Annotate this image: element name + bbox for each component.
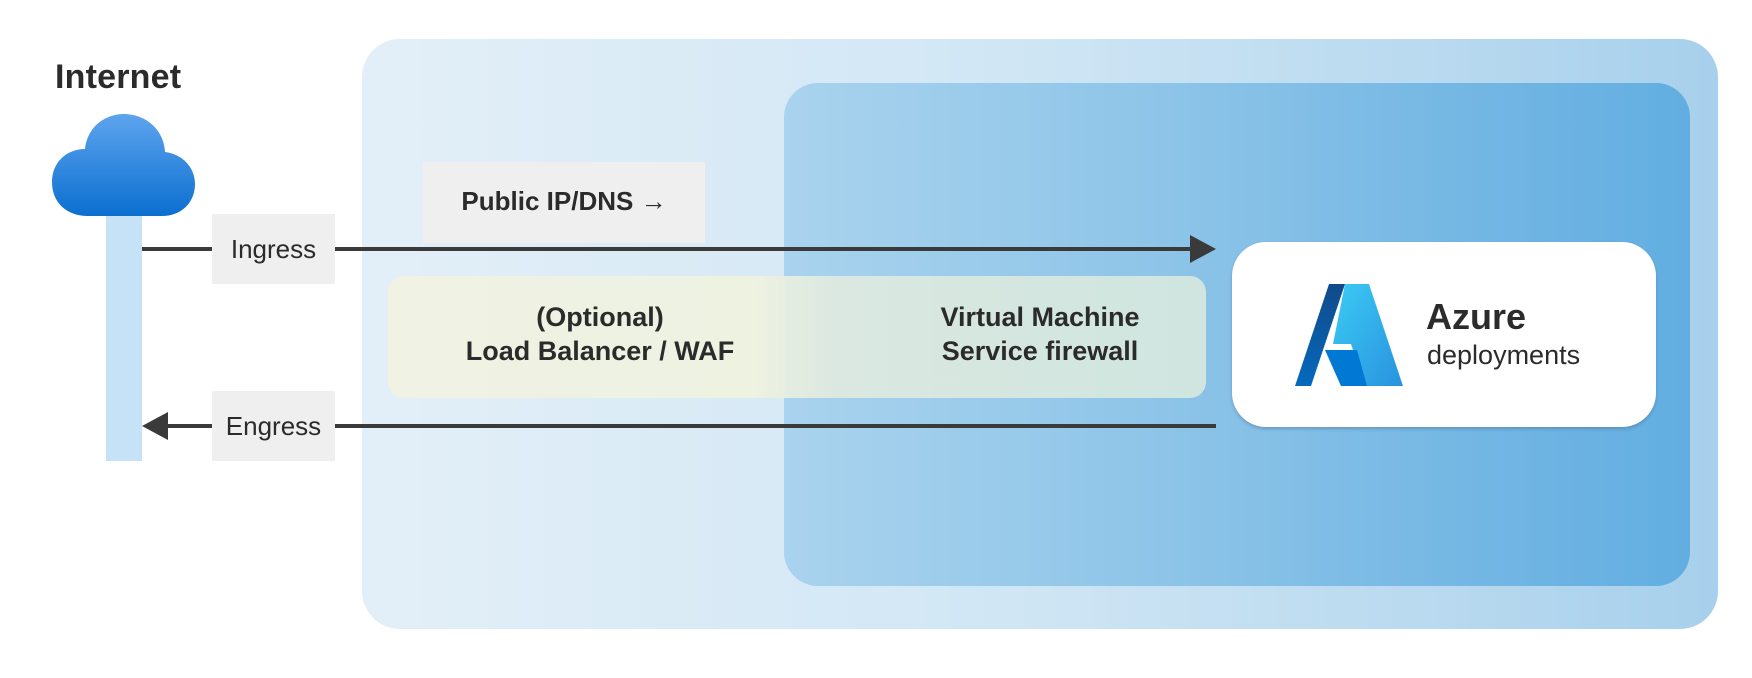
azure-logo-icon xyxy=(1295,284,1403,386)
internet-connection-pipe xyxy=(106,206,142,461)
azure-title: Azure xyxy=(1426,296,1527,337)
cloud-icon xyxy=(52,114,195,216)
load-balancer-line-1: (Optional) xyxy=(536,302,664,332)
ingress-label-box: Ingress xyxy=(212,214,335,284)
azure-deployments-card xyxy=(1232,242,1656,427)
engress-label: Engress xyxy=(225,410,322,441)
engress-label-box: Engress xyxy=(212,391,335,461)
load-balancer-waf-label: (Optional) Load Balancer / WAF xyxy=(430,300,770,368)
azure-subtitle: deployments xyxy=(1427,340,1581,370)
firewall-band xyxy=(388,276,1206,398)
vm-service-firewall-label: Virtual Machine Service firewall xyxy=(880,300,1200,368)
ingress-label: Ingress xyxy=(230,233,317,264)
public-ip-box xyxy=(423,162,705,243)
load-balancer-line-2: Load Balancer / WAF xyxy=(465,336,735,366)
public-ip-dns-label: Public IP/DNS → xyxy=(461,186,667,216)
engress-arrow-head xyxy=(142,412,168,440)
internet-title: Internet xyxy=(55,58,182,96)
vm-firewall-line-1: Virtual Machine xyxy=(940,302,1140,332)
vm-firewall-line-2: Service firewall xyxy=(941,336,1139,366)
